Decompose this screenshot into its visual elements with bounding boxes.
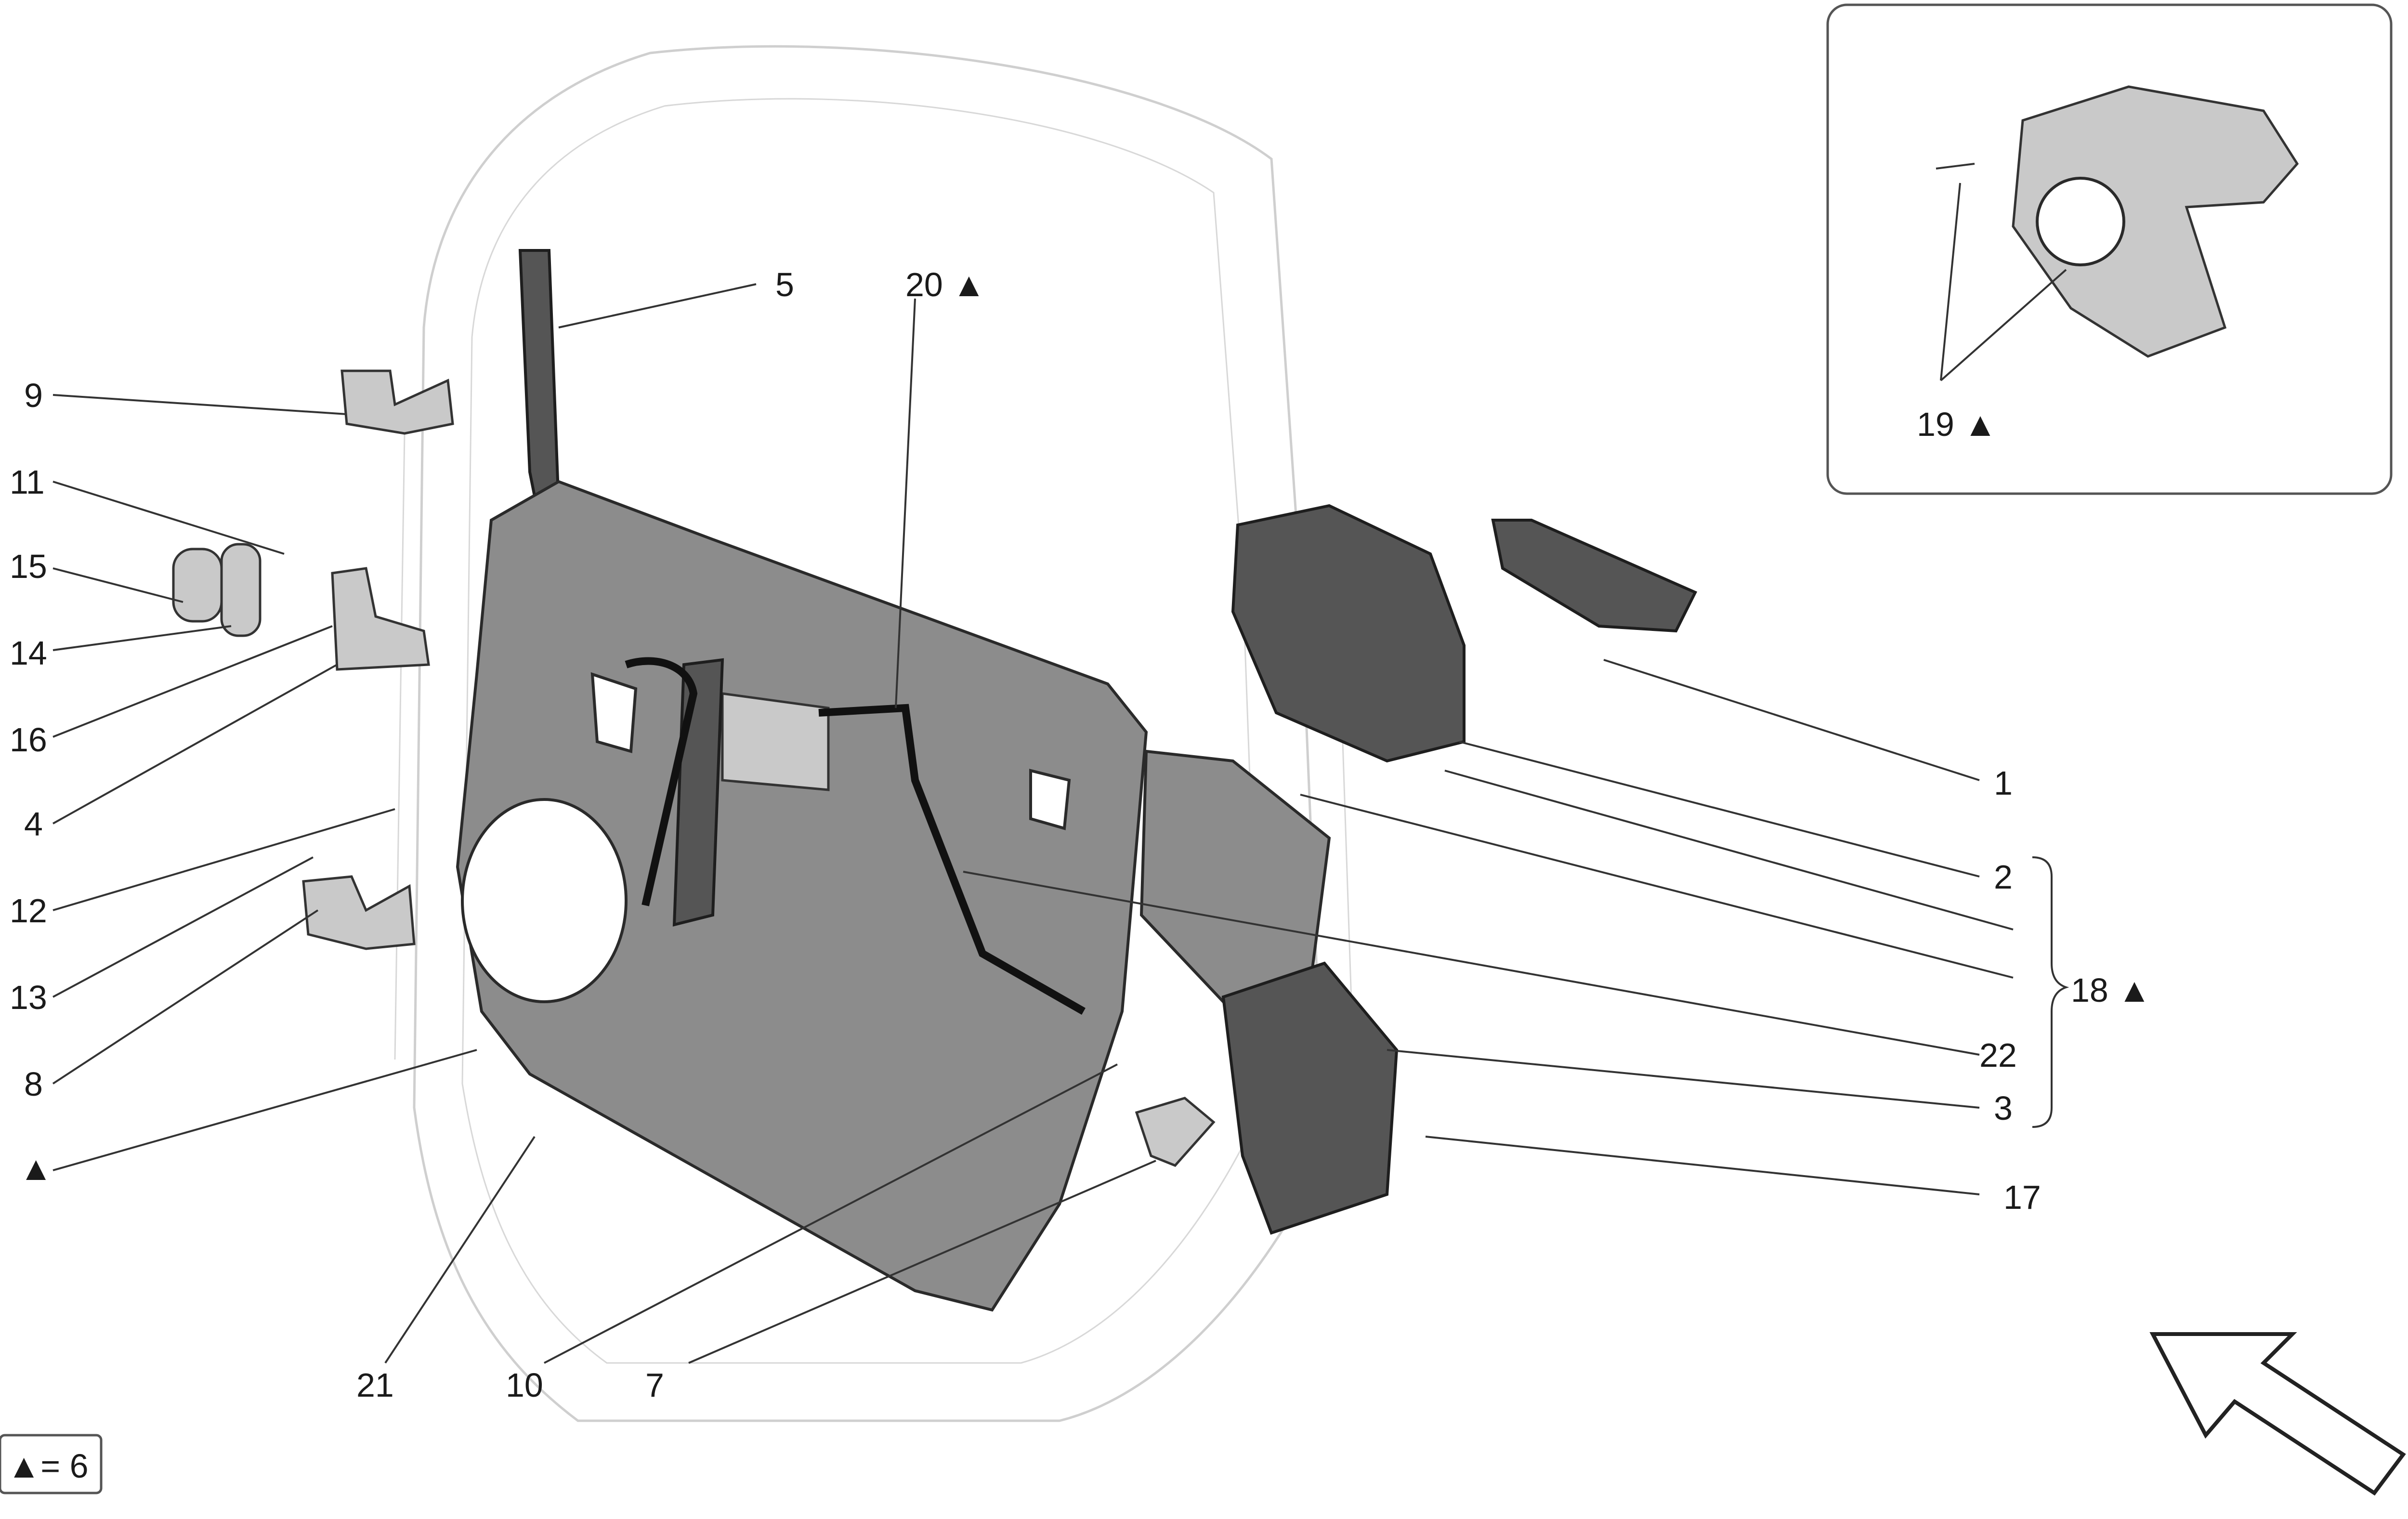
window-channel-part [518, 249, 561, 523]
outer-handle-part [1491, 519, 1698, 633]
callout-4: 4 [24, 805, 43, 843]
callout-1: 1 [1994, 764, 2013, 802]
motor-inset [1826, 3, 2393, 495]
lower-hinge-part [302, 875, 416, 950]
lock-cable-part [1139, 749, 1331, 1004]
arrow-up-left-icon [2149, 1332, 2406, 1496]
door-lock-part [1221, 961, 1399, 1235]
callout-triangle: ▲ [19, 1150, 52, 1187]
callout-11: 11 [10, 463, 45, 501]
callout-14: 14 [10, 634, 47, 672]
callout-10: 10 [506, 1366, 543, 1404]
check-strap-part [331, 567, 430, 671]
callout-2: 2 [1994, 858, 2013, 896]
callout-20: 20 ▲ [905, 266, 986, 303]
upper-hinge-part [340, 369, 454, 435]
callout-12: 12 [10, 892, 47, 930]
legend-text: ▲= 6 [7, 1447, 89, 1485]
leader-lines [52, 183, 2069, 1364]
callout-15: 15 [10, 548, 47, 585]
callout-19: 19 ▲ [1917, 406, 1997, 443]
door-inner-panel-part [456, 480, 1148, 1312]
striker-part [1135, 1097, 1216, 1167]
callout-3: 3 [1994, 1089, 2013, 1127]
callout-8: 8 [24, 1065, 43, 1103]
callout-7: 7 [645, 1366, 664, 1404]
seal-ring-part [172, 548, 223, 623]
window-motor-part [2012, 85, 2299, 358]
callout-17: 17 [2003, 1179, 2041, 1216]
callout-16: 16 [10, 721, 47, 759]
legend-box: ▲= 6 [0, 1434, 103, 1494]
callout-13: 13 [10, 979, 47, 1016]
callout-22: 22 [1979, 1036, 2017, 1074]
callout-5: 5 [775, 266, 794, 303]
callout-21: 21 [356, 1366, 394, 1404]
callout-9: 9 [24, 377, 43, 414]
seal-plate-part [220, 543, 262, 637]
callout-18: 18 ▲ [2071, 971, 2151, 1009]
door-module-part [1231, 504, 1466, 763]
